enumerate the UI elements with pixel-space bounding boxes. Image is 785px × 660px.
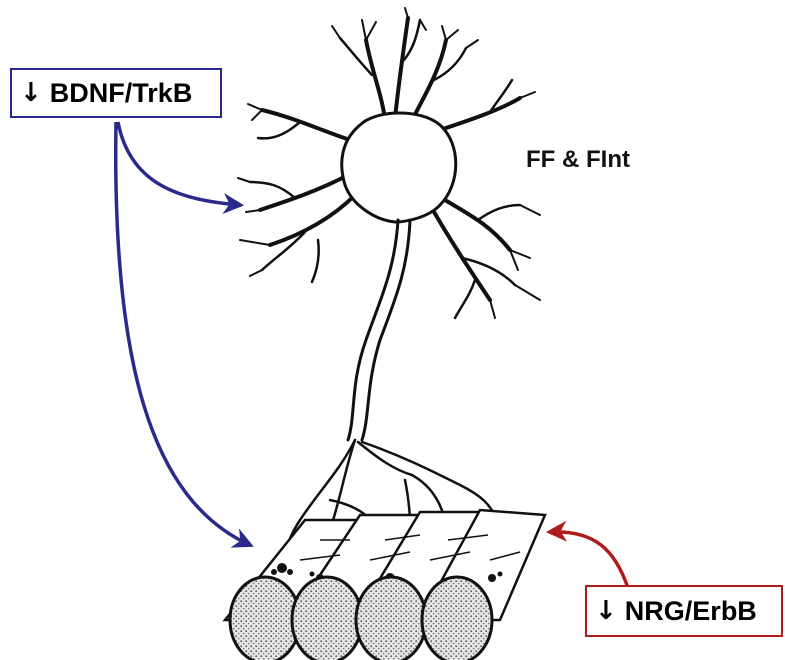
- down-arrow-icon: ↓: [595, 598, 617, 624]
- neuron-soma: [342, 113, 456, 222]
- neuron-axon: [348, 220, 410, 440]
- neuron-type-label: FF & FInt: [526, 146, 630, 174]
- bdnf-trkb-label: BDNF/TrkB: [50, 80, 193, 107]
- nrg-arrow-to-muscle: [550, 532, 628, 588]
- bdnf-arrow-to-neuron: [118, 122, 240, 205]
- down-arrow-icon: ↓: [20, 80, 42, 106]
- nrg-erbb-label-box: ↓ NRG/ErbB: [585, 585, 783, 637]
- bdnf-arrow-to-muscle: [116, 122, 250, 545]
- bdnf-arrows: [116, 122, 250, 545]
- nrg-erbb-label: NRG/ErbB: [625, 598, 757, 625]
- bdnf-trkb-label-box: ↓ BDNF/TrkB: [10, 68, 222, 118]
